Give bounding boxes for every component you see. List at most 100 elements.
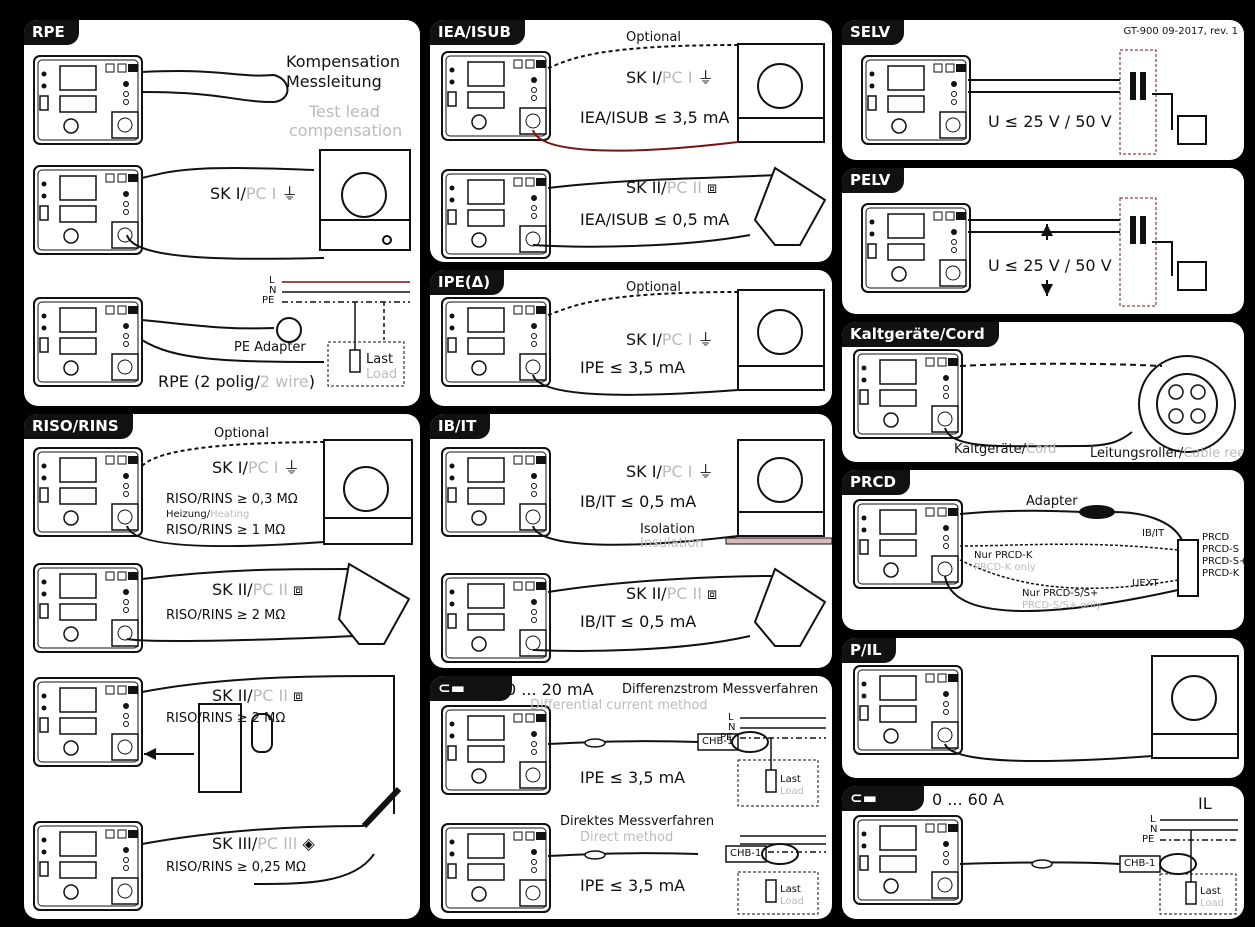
tester-device — [853, 349, 963, 439]
kalt-en: Cord — [1026, 442, 1057, 457]
pc-label: PC III — [257, 834, 298, 853]
sk1-label: SK I/PC I ⏚ — [626, 462, 714, 481]
sk1-label: SK I/PC I ⏚ — [212, 458, 300, 477]
two-pole-label: RPE (2 polig — [158, 372, 255, 391]
last-label: Last — [366, 352, 394, 367]
panel-title: P/IL — [842, 638, 896, 663]
prcd-type-3: PRCD-S+ — [1202, 556, 1244, 567]
line-pe-label: PE — [1142, 834, 1155, 845]
pc-label: PC II — [666, 178, 702, 197]
protection-class-label: SK I/PC I ⏚ — [210, 184, 298, 203]
tester-device — [861, 55, 971, 145]
panel-title: Kaltgeräte/Cord — [842, 322, 999, 347]
tester-device — [441, 169, 551, 259]
load-label: Load — [780, 786, 804, 797]
panel-title: PRCD — [842, 470, 911, 495]
last-label-2: Last — [780, 884, 801, 895]
uext-label: UEXT — [1132, 578, 1159, 589]
method-de-label: Differenzstrom Messverfahren — [622, 682, 819, 697]
cable-reel-label: Leitungsroller/Cable reel — [1090, 446, 1244, 461]
earth-icon: ⏚ — [697, 68, 714, 87]
pc-label: PC I — [245, 184, 277, 203]
two-wire-label: 2 wire — [259, 372, 309, 391]
sk3-label: SK III/PC III ◈ — [212, 834, 315, 853]
sk-label: SK I — [212, 458, 243, 477]
sk-label: SK I — [626, 462, 657, 481]
selv-diagram — [861, 49, 1207, 155]
title-en: /Cord — [939, 325, 985, 343]
test-lead-label-2: compensation — [289, 121, 403, 140]
sk-label: SK II — [212, 686, 248, 705]
sk2-label: SK II/PC II ⧈ — [212, 580, 304, 599]
last-label: Last — [1200, 886, 1221, 897]
panel-selv: SELV GT-900 09-2017, rev. 1 U ≤ 25 V / 5… — [842, 20, 1244, 160]
tester-device — [33, 677, 143, 767]
load-label: Load — [1200, 898, 1224, 909]
reel-en: Cable reel — [1183, 446, 1244, 461]
line-l-label: L — [728, 712, 734, 723]
tester-device — [853, 665, 963, 755]
panel-iea: IEA/ISUB Optional SK I/PC I ⏚ IEA/ISUB ≤… — [430, 20, 832, 262]
tester-device — [33, 563, 143, 653]
tester-device — [441, 823, 551, 913]
clamp-icon: ⊂▬ — [850, 789, 877, 807]
reel-de: Leitungsroller — [1090, 446, 1179, 461]
ipe-diagram — [441, 289, 825, 396]
tester-device — [853, 499, 963, 589]
iea-value-2: IEA/ISUB ≤ 0,5 mA — [580, 210, 730, 229]
panel-title: IPE(Δ) — [430, 270, 505, 295]
clamp-diagram — [853, 815, 1238, 915]
direct-en-label: Direct method — [580, 830, 674, 845]
title-de: Kaltgeräte — [850, 325, 940, 343]
line-pe-label: PE — [262, 295, 275, 306]
rpe-two-wire-label: RPE (2 polig/2 wire) — [158, 372, 315, 391]
clamp-icon: ⊂▬ — [438, 679, 465, 697]
sk-label: SK I — [210, 184, 241, 203]
tester-device — [33, 821, 143, 911]
prcd-type-1: PRCD — [1202, 532, 1230, 543]
tester-device — [33, 447, 143, 537]
ipe-value: IPE ≤ 3,5 mA — [580, 358, 686, 377]
load-label: Load — [366, 367, 398, 382]
panel-diff: ⊂▬ 0 ... 20 mA Differenzstrom — [430, 676, 832, 919]
insulation-label: Insulation — [640, 536, 704, 551]
sk-label: SK I — [626, 68, 657, 87]
panel-ipe: IPE(Δ) Optional SK I/PC I ⏚ IPE ≤ 3,5 mA — [430, 270, 832, 406]
sk-label: SK II — [212, 580, 248, 599]
double-insulation-icon: ⧈ — [707, 584, 718, 603]
tester-device — [853, 815, 963, 905]
sk-label: SK III — [212, 834, 252, 853]
line-n-label: N — [1150, 824, 1158, 835]
tester-device — [441, 705, 551, 795]
panel-riso: RISO/RINS Optional SK I/PC I — [24, 414, 420, 919]
double-insulation-icon: ⧈ — [293, 686, 304, 705]
line-pe-label: PE — [720, 732, 733, 743]
adapter-label: Adapter — [1026, 494, 1078, 509]
panel-title: IB/IT — [430, 414, 491, 439]
heizung-label: Heizung — [166, 509, 207, 520]
load-label-2: Load — [780, 896, 804, 907]
riso-value-1: RISO/RINS ≥ 0,3 MΩ — [166, 492, 298, 507]
test-lead-label-1: Test lead — [309, 102, 380, 121]
panel-pelv: PELV U ≤ 25 V / 50 V — [842, 168, 1244, 314]
tester-device — [441, 51, 551, 141]
panel-rpe: RPE Kompensation Messleitung Test lead — [24, 20, 420, 406]
pc-label: PC II — [252, 580, 288, 599]
pelv-voltage: U ≤ 25 V / 50 V — [988, 256, 1112, 275]
panel-title: PELV — [842, 168, 905, 193]
ibit-label: IB/IT — [1142, 528, 1165, 539]
riso-value-4: RISO/RINS ≥ 2 MΩ — [166, 711, 286, 726]
sk-label: SK II — [626, 178, 662, 197]
ipe-value-1: IPE ≤ 3,5 mA — [580, 768, 686, 787]
riso-value-3: RISO/RINS ≥ 2 MΩ — [166, 608, 286, 623]
komp-label-2: Messleitung — [286, 72, 382, 91]
pe-adapter-label: PE Adapter — [234, 340, 306, 355]
riso-value-5: RISO/RINS ≥ 0,25 MΩ — [166, 860, 306, 875]
panel-title-clamp: ⊂▬ — [842, 786, 924, 811]
kalt-label: Kaltgeräte/Cord — [954, 442, 1057, 457]
komp-label-1: Kompensation — [286, 52, 400, 71]
panel-clamp: ⊂▬ 0 ... 60 A IL L N PE CHB-1 Last Load — [842, 786, 1244, 919]
sk1-label: SK I/PC I ⏚ — [626, 330, 714, 349]
range-label: 0 ... 60 A — [932, 790, 1004, 809]
